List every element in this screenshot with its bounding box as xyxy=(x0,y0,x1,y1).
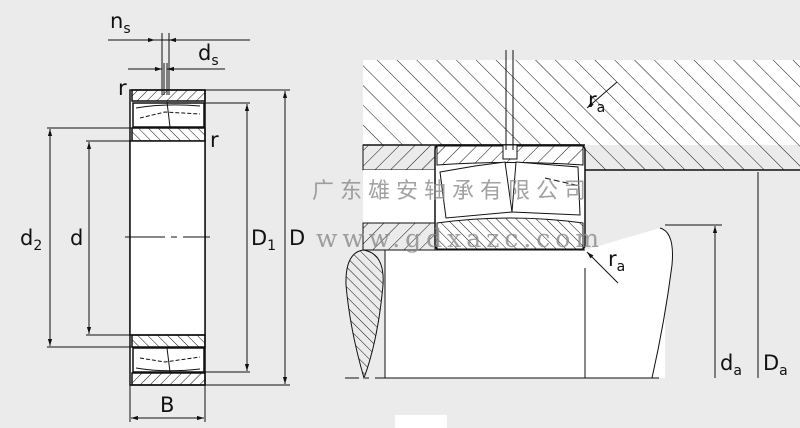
label-r-top: r xyxy=(118,76,127,100)
right-dimensions xyxy=(586,81,800,378)
outer-ring-bottom xyxy=(131,372,206,386)
label-ns: ns xyxy=(110,9,131,37)
bearing-cross-section xyxy=(125,89,210,386)
label-ds: ds xyxy=(198,41,219,69)
label-d2: d2 xyxy=(20,226,42,254)
inner-ring-bottom xyxy=(131,334,206,348)
watermark-website: www.gdxazc.com xyxy=(316,224,604,253)
label-d: d xyxy=(70,226,83,250)
shaft-section xyxy=(345,249,384,380)
housing xyxy=(363,60,800,170)
label-D: D xyxy=(289,226,305,250)
label-r-side: r xyxy=(210,128,219,152)
mounting-section xyxy=(345,50,800,380)
label-B: B xyxy=(160,393,174,417)
label-da: da xyxy=(720,351,742,379)
inner-ring-top xyxy=(131,127,206,142)
label-ra-bottom: ra xyxy=(608,247,625,275)
watermark-company: 广东雄安轴承有限公司 xyxy=(312,179,592,204)
label-Da: Da xyxy=(763,351,788,379)
left-dimensions xyxy=(47,33,290,422)
label-ra-top: ra xyxy=(588,88,605,116)
label-D1: D1 xyxy=(251,226,276,254)
